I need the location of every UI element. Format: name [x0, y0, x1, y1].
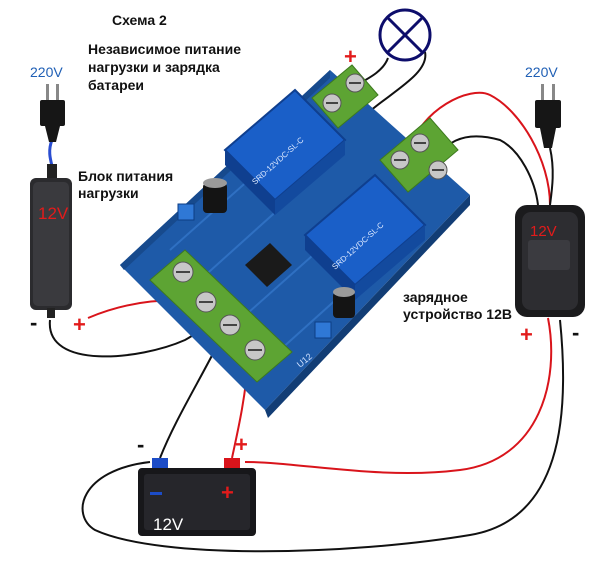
psu-label-line-1: Блок питания [78, 168, 173, 184]
load-psu: 12V [30, 164, 72, 318]
charger-positive-sign: + [520, 322, 533, 347]
lamp-icon [378, 8, 432, 62]
wire-battery-negative [159, 339, 221, 459]
ic-chip [245, 243, 292, 287]
diagram-title: Схема 2 [112, 12, 167, 28]
charger-negative-sign: - [572, 320, 579, 345]
terminal-block-charger [379, 117, 459, 193]
charger: 12V [515, 205, 585, 317]
subtitle-line-1: Независимое питание [88, 41, 241, 57]
relay-lower: SRD-12VDC-SL-C [303, 173, 427, 300]
capacitor-left [203, 178, 227, 213]
subtitle-line-3: батареи [88, 77, 144, 93]
psu-negative-sign: - [30, 310, 37, 335]
left-mains-plug: 220V [30, 64, 65, 142]
charger-label-line-1: зарядное [403, 289, 468, 305]
trimmer-upper [177, 203, 195, 221]
wire-charger-positive-board [409, 91, 551, 206]
battery-positive-sign: + [235, 432, 248, 457]
wire-left-mains [48, 139, 54, 167]
battery: 12V [138, 458, 256, 536]
wire-charger-negative-battery [81, 319, 565, 553]
right-mains-plug: 220V [525, 64, 561, 148]
wire-right-mains [549, 147, 554, 206]
battery-positive-terminal [224, 458, 240, 470]
subtitle-line-2: нагрузки и зарядка [88, 59, 220, 75]
psu-label-line-2: нагрузки [78, 185, 139, 201]
charger-voltage-label: 12V [530, 223, 557, 240]
right-mains-voltage: 220V [525, 64, 558, 80]
wire-charger-positive-battery [244, 317, 553, 475]
battery-voltage-label: 12V [153, 515, 184, 534]
battery-negative-sign: - [137, 432, 144, 457]
battery-minus-mark [150, 492, 162, 495]
left-mains-voltage: 220V [30, 64, 63, 80]
lamp-positive-sign: + [344, 44, 357, 69]
relay-upper: SRD-12VDC-SL-C [223, 88, 347, 215]
battery-negative-terminal [152, 458, 168, 470]
psu-voltage-label: 12V [38, 204, 69, 223]
terminal-block-top [311, 64, 379, 129]
capacitor-right [333, 287, 355, 318]
trimmer-lower [314, 321, 332, 339]
psu-positive-sign: + [73, 312, 86, 337]
battery-plus-mark: + [221, 480, 234, 505]
relay-module-board: SRD-12VDC-SL-C SRD-12VDC-SL-C U12 [120, 64, 470, 418]
charger-label-line-2: устройство 12В [403, 306, 512, 322]
terminal-block-power [149, 249, 293, 383]
